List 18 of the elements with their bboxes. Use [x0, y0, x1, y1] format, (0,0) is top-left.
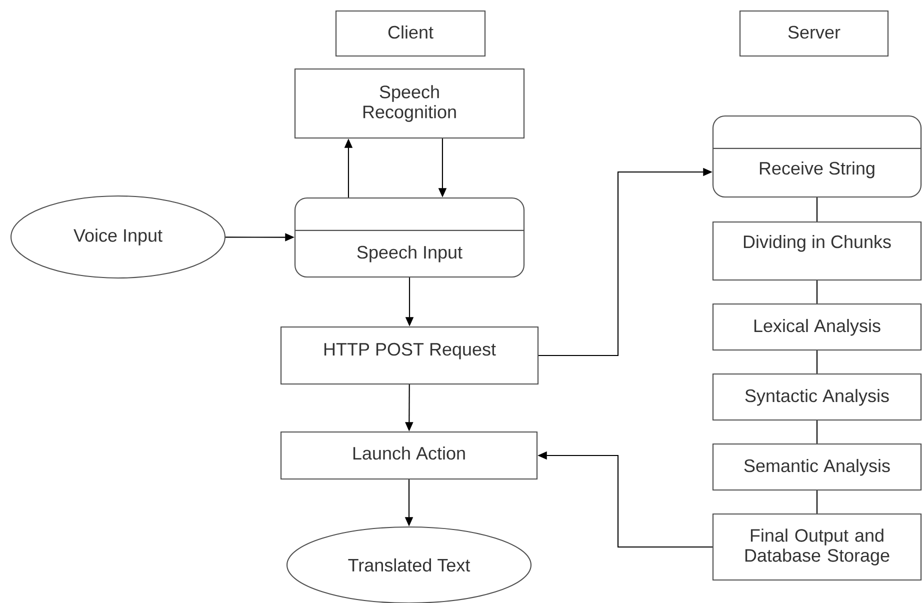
connector-line: [816, 350, 818, 374]
process-box: Speech Input: [294, 197, 525, 278]
process-box: Receive String: [712, 115, 922, 198]
process-box: Dividing in Chunks: [712, 221, 922, 281]
oval-node: Voice Input: [10, 195, 226, 279]
connector-line: [816, 490, 818, 514]
process-box: Syntactic Analysis: [712, 373, 922, 421]
process-box: HTTP POST Request: [280, 326, 539, 385]
process-box: Launch Action: [280, 431, 538, 480]
connector-line: [816, 420, 818, 444]
process-box: Lexical Analysis: [712, 303, 922, 351]
process-box: Final Output and Database Storage: [712, 513, 922, 581]
process-box: Speech Recognition: [294, 68, 525, 139]
connector-line: [816, 280, 818, 304]
header-box: Server: [739, 10, 889, 57]
header-box: Client: [335, 10, 486, 57]
connector-line: [816, 198, 818, 222]
process-box: Semantic Analysis: [712, 443, 922, 491]
